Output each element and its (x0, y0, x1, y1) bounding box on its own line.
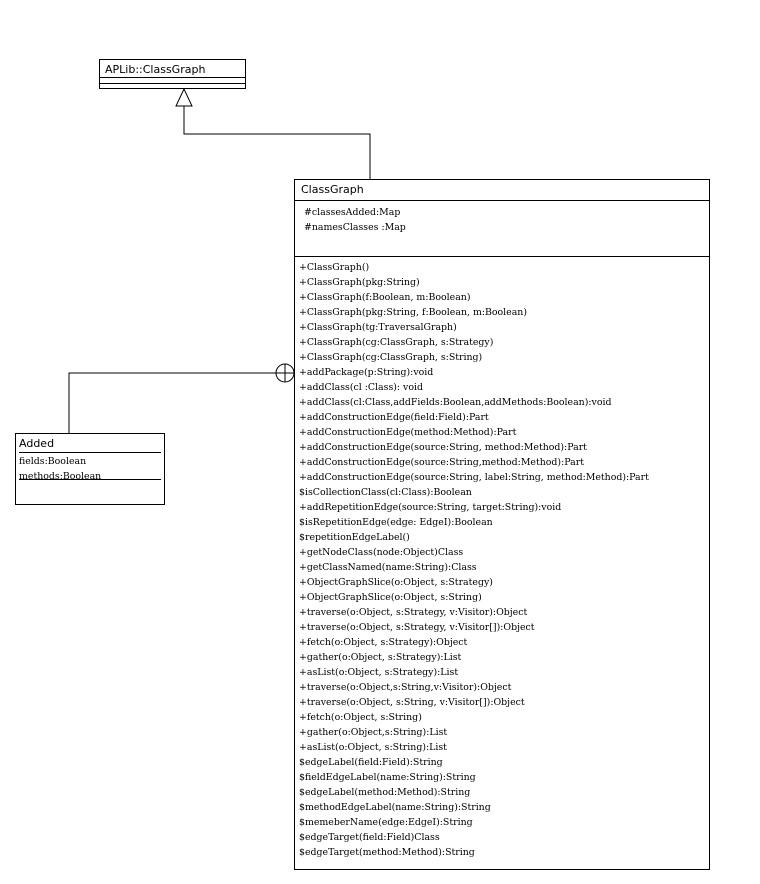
method-line: +traverse(o:Object,s:String,v:Visitor):O… (299, 682, 512, 693)
classgraph-box[interactable]: ClassGraph #classesAdded:Map #namesClass… (294, 179, 710, 870)
generalization-line (183, 106, 371, 180)
method-line: +addRepetitionEdge(source:String, target… (299, 502, 562, 513)
method-line: +asList(o:Object, s:Strategy):List (299, 667, 459, 678)
method-line: +addClass(cl:Class,addFields:Boolean,add… (299, 397, 612, 408)
added-box[interactable]: Added fields:Boolean methods:Boolean (15, 433, 165, 505)
method-line: +addConstructionEdge(source:String, labe… (299, 472, 649, 483)
method-line: +addConstructionEdge(method:Method):Part (299, 427, 517, 438)
method-line: $memeberName(edge:EdgeI):String (299, 817, 473, 828)
method-line: +ClassGraph(tg:TraversalGraph) (299, 322, 457, 333)
method-line: +traverse(o:Object, s:Strategy, v:Visito… (299, 622, 535, 633)
classgraph-attributes: #classesAdded:Map #namesClasses :Map (304, 205, 406, 235)
method-line: +ClassGraph(f:Boolean, m:Boolean) (299, 292, 471, 303)
method-line: $edgeLabel(method:Method):String (299, 787, 471, 798)
method-line: +traverse(o:Object, s:Strategy, v:Visito… (299, 607, 528, 618)
method-line: $repetitionEdgeLabel() (299, 532, 410, 543)
classgraph-methods-divider (295, 256, 709, 257)
method-line: $isCollectionClass(cl:Class):Boolean (299, 487, 472, 498)
method-line: +addConstructionEdge(source:String, meth… (299, 442, 587, 453)
aplib-attributes-divider (100, 77, 245, 78)
method-line: $edgeLabel(field:Field):String (299, 757, 443, 768)
method-line: +ClassGraph(cg:ClassGraph, s:String) (299, 352, 483, 363)
method-line: $edgeTarget(field:Field)Class (299, 832, 440, 843)
aplib-methods-divider (100, 83, 245, 84)
method-line: +asList(o:Object, s:String):List (299, 742, 447, 753)
attribute-line: fields:Boolean (19, 456, 87, 467)
classgraph-title: ClassGraph (301, 183, 364, 196)
method-line: $edgeTarget(method:Method):String (299, 847, 475, 858)
added-title: Added (19, 437, 55, 450)
attribute-line: #namesClasses :Map (304, 222, 406, 233)
method-line: +getClassNamed(name:String):Class (299, 562, 477, 573)
method-line: +ClassGraph(cg:ClassGraph, s:Strategy) (299, 337, 494, 348)
method-line: +gather(o:Object, s:Strategy):List (299, 652, 462, 663)
added-attributes: fields:Boolean methods:Boolean (19, 454, 101, 484)
method-line: +addPackage(p:String):void (299, 367, 434, 378)
method-line: +addConstructionEdge(field:Field):Part (299, 412, 489, 423)
attribute-line: methods:Boolean (19, 471, 102, 482)
method-line: +fetch(o:Object, s:Strategy):Object (299, 637, 468, 648)
aplib-classgraph-title: APLib::ClassGraph (105, 63, 206, 76)
method-line: +traverse(o:Object, s:String, v:Visitor[… (299, 697, 525, 708)
aplib-classgraph-box[interactable]: APLib::ClassGraph (99, 59, 246, 89)
added-attributes-divider (19, 452, 161, 453)
generalization-arrowhead (175, 87, 193, 107)
method-line: +gather(o:Object,s:String):List (299, 727, 448, 738)
added-methods-divider (19, 479, 161, 480)
nesting-anchor-icon (275, 363, 295, 383)
classgraph-attributes-divider (295, 200, 709, 201)
classgraph-methods: +ClassGraph() +ClassGraph(pkg:String) +C… (299, 260, 649, 860)
method-line: +fetch(o:Object, s:String) (299, 712, 422, 723)
method-line: +ClassGraph(pkg:String) (299, 277, 420, 288)
method-line: $isRepetitionEdge(edge: EdgeI):Boolean (299, 517, 493, 528)
method-line: +ClassGraph(pkg:String, f:Boolean, m:Boo… (299, 307, 528, 318)
nesting-line (68, 372, 276, 433)
method-line: $fieldEdgeLabel(name:String):String (299, 772, 476, 783)
attribute-line: #classesAdded:Map (304, 207, 401, 218)
method-line: $methodEdgeLabel(name:String):String (299, 802, 491, 813)
method-line: +ObjectGraphSlice(o:Object, s:String) (299, 592, 482, 603)
method-line: +addClass(cl :Class): void (299, 382, 423, 393)
method-line: +ObjectGraphSlice(o:Object, s:Strategy) (299, 577, 493, 588)
method-line: +addConstructionEdge(source:String,metho… (299, 457, 584, 468)
method-line: +ClassGraph() (299, 262, 370, 273)
method-line: +getNodeClass(node:Object)Class (299, 547, 464, 558)
